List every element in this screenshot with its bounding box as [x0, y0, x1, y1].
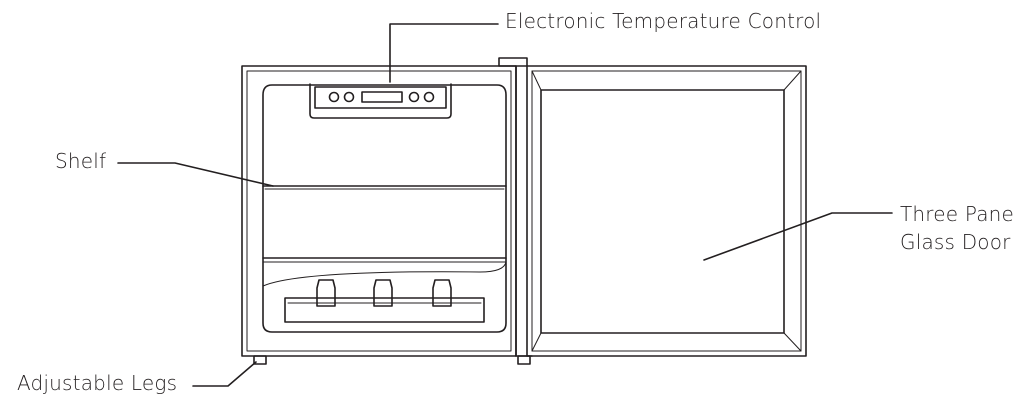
- shelf-drawing: [262, 185, 507, 190]
- top-hinge: [498, 57, 528, 67]
- legs-drawing: [253, 355, 533, 365]
- shelf-leader: [117, 162, 274, 187]
- temperature-control-leader: [389, 23, 499, 83]
- glass-door-drawing: [526, 65, 807, 357]
- glass-door-label-line2: Glass Door: [900, 230, 1011, 254]
- legs-label: Adjustable Legs: [17, 371, 178, 395]
- glass-door-leader: [703, 212, 893, 261]
- legs-leader: [192, 361, 257, 387]
- cabinet: [241, 65, 517, 357]
- shelf-label: Shelf: [55, 149, 107, 173]
- temperature-control-panel: [309, 83, 452, 119]
- glass-door-label-line1: Three Pane: [900, 202, 1015, 226]
- base-rack: [262, 257, 507, 323]
- temperature-control-label: Electronic Temperature Control: [505, 9, 822, 33]
